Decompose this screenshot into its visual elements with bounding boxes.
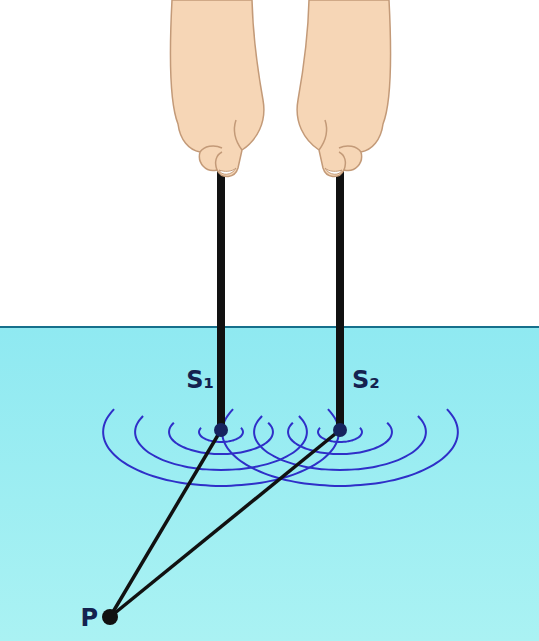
water-surface: [0, 326, 539, 328]
hand: [170, 0, 263, 177]
source-dot: [333, 423, 347, 437]
wave-front: [135, 416, 307, 470]
finger-line: [339, 152, 345, 170]
finger-line: [234, 120, 242, 150]
label-text: S₁: [186, 366, 214, 394]
wave-front: [254, 416, 426, 470]
label-text: S₂: [352, 366, 380, 394]
finger-line: [339, 146, 361, 152]
source-dot: [214, 423, 228, 437]
hand-skin: [170, 0, 263, 177]
point-label: S₁: [186, 368, 214, 392]
finger-line: [200, 146, 222, 152]
point-label: P: [80, 606, 98, 630]
wave-front: [288, 423, 392, 454]
point-label: S₂: [352, 368, 380, 392]
wave-fronts: [103, 409, 458, 486]
finger-line: [216, 152, 222, 170]
fingernail: [219, 168, 236, 174]
water: [0, 327, 539, 641]
wave-front: [169, 423, 273, 454]
point-dot: [102, 609, 118, 625]
hand: [297, 0, 390, 177]
path-line: [110, 430, 340, 617]
rod: [336, 150, 344, 430]
fingernail: [325, 168, 342, 174]
label-text: P: [80, 604, 98, 632]
rod: [217, 150, 225, 430]
finger-line: [319, 120, 327, 150]
path-line: [110, 430, 221, 617]
hand-skin: [297, 0, 390, 177]
